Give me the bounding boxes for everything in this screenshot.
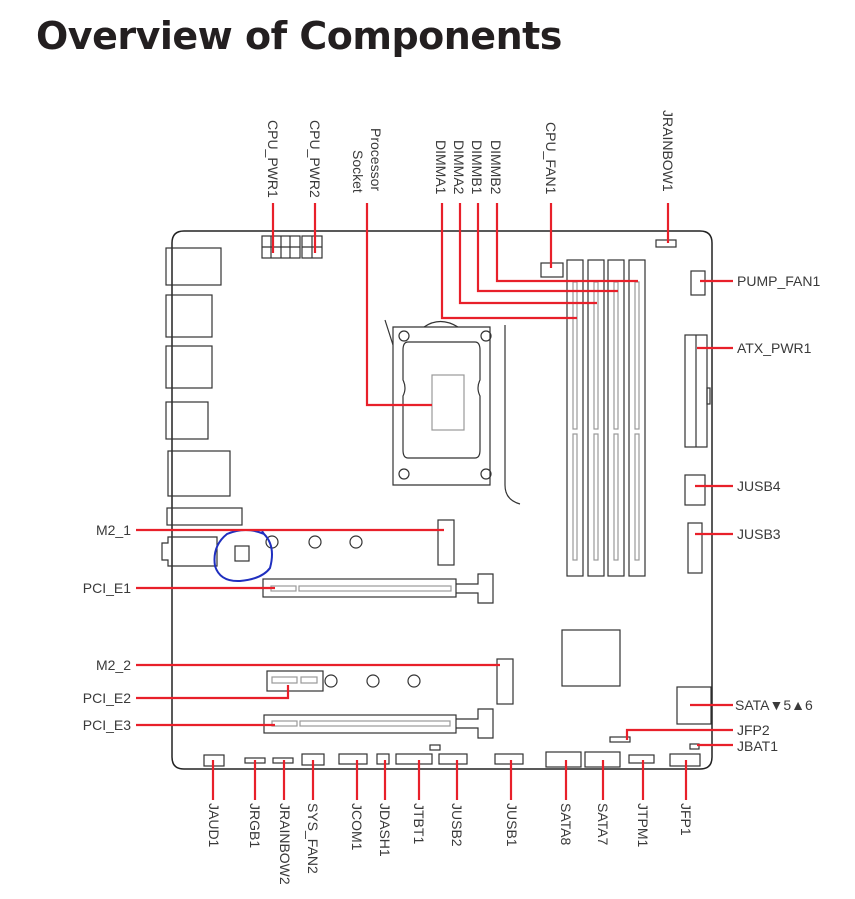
label-jbat1: JBAT1: [737, 738, 778, 754]
label-jcom1: JCOM1: [349, 803, 365, 851]
atx-power-connector: [684, 334, 711, 448]
jrainbow1-header: [655, 239, 677, 248]
pci-e2-slot: [266, 670, 324, 692]
dimm-slots: [566, 259, 646, 577]
bottom-headers: [203, 736, 701, 768]
label-jusb3: JUSB3: [737, 526, 781, 542]
label-m2-2: M2_2: [96, 657, 131, 673]
label-pci-e3: PCI_E3: [83, 717, 131, 733]
m2-standoffs: [265, 535, 421, 688]
label-jfp1: JFP1: [678, 803, 694, 836]
label-jusb4: JUSB4: [737, 478, 781, 494]
sys-fan-header-circled: [234, 545, 250, 562]
label-m2-1: M2_1: [96, 522, 131, 538]
label-socket: Socket: [350, 150, 366, 193]
label-cpu-fan1: CPU_FAN1: [543, 122, 559, 195]
board-outline: [171, 230, 713, 770]
label-atx-pwr1: ATX_PWR1: [737, 340, 812, 356]
label-jdash1: JDASH1: [377, 803, 393, 857]
label-cpu-pwr2: CPU_PWR2: [307, 120, 323, 198]
cpu-power-connectors: [261, 235, 323, 259]
label-jtpm1: JTPM1: [635, 803, 651, 848]
pump-fan-header: [690, 270, 706, 296]
label-pump-fan1: PUMP_FAN1: [737, 273, 820, 289]
jusb4-connector: [684, 474, 706, 506]
processor-socket: [384, 319, 521, 505]
label-jrainbow1: JRAINBOW1: [660, 110, 676, 192]
label-sata7: SATA7: [595, 803, 611, 845]
label-jusb1: JUSB1: [504, 803, 520, 847]
m2-2-slot: [496, 658, 514, 705]
pci-e3-slot: [263, 708, 494, 739]
label-sys-fan2: SYS_FAN2: [305, 803, 321, 874]
label-processor: Processor: [368, 128, 384, 191]
jusb3-connector: [687, 522, 703, 574]
page-title: Overview of Components: [36, 14, 562, 58]
m2-1-slot: [437, 519, 455, 566]
label-cpu-pwr1: CPU_PWR1: [265, 120, 281, 198]
label-dimmb2: DIMMB2: [488, 140, 504, 195]
label-jrgb1: JRGB1: [247, 803, 263, 848]
leader-lines: [136, 203, 733, 800]
label-jrainbow2: JRAINBOW2: [277, 803, 293, 885]
chipset: [561, 629, 621, 687]
label-dimma2: DIMMA2: [451, 140, 467, 195]
label-jtbt1: JTBT1: [411, 803, 427, 844]
label-sata56: SATA▼5▲6: [735, 697, 813, 713]
label-dimmb1: DIMMB1: [469, 140, 485, 195]
rear-io-panel: [161, 247, 243, 567]
label-dimma1: DIMMA1: [433, 140, 449, 195]
label-jaud1: JAUD1: [206, 803, 222, 848]
label-jfp2: JFP2: [737, 722, 770, 738]
label-jusb2: JUSB2: [449, 803, 465, 847]
pci-e1-slot: [262, 573, 494, 604]
blue-circle-annotation: [213, 529, 273, 583]
label-pci-e1: PCI_E1: [83, 580, 131, 596]
label-pci-e2: PCI_E2: [83, 690, 131, 706]
label-sata8: SATA8: [558, 803, 574, 845]
